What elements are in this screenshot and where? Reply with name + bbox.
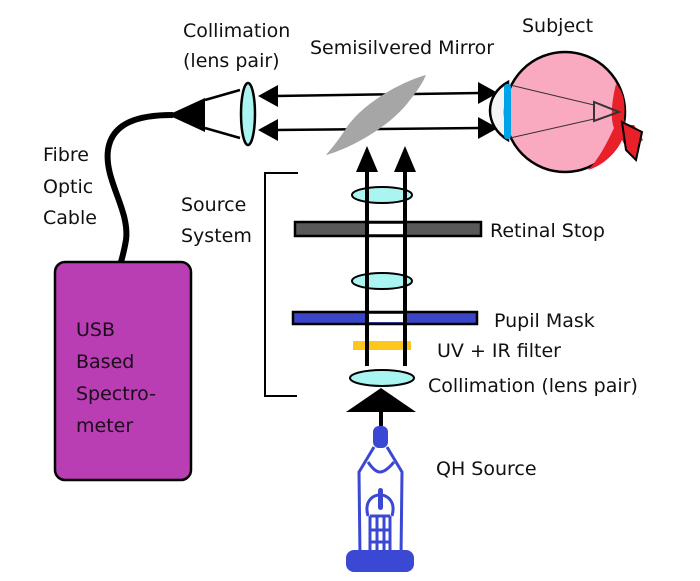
collection-ray-upper <box>204 88 241 102</box>
arrowhead-left-lower <box>258 119 278 141</box>
label-spectro: Spectro- <box>76 383 156 405</box>
semisilvered-mirror <box>326 75 426 155</box>
arrowhead-right-upper <box>478 82 498 104</box>
label-meter: meter <box>76 415 133 437</box>
label-based: Based <box>76 351 134 373</box>
label-retinal-stop: Retinal Stop <box>490 220 605 242</box>
arrowhead-right-lower <box>478 117 498 139</box>
fibre-connector-icon <box>168 98 205 132</box>
label-semisilvered-mirror: Semisilvered Mirror <box>310 37 494 59</box>
top-collimation-lens <box>239 81 257 147</box>
label-source: Source <box>181 194 246 216</box>
label-subject: Subject <box>522 15 593 37</box>
optic-nerve <box>620 120 644 163</box>
arrowhead-up-left <box>356 146 378 172</box>
arrowhead-left-upper <box>258 85 278 107</box>
visual-ray-lower <box>509 118 595 139</box>
label-optic: Optic <box>43 176 93 198</box>
label-cable: Cable <box>43 207 97 229</box>
usb-spectrometer <box>53 260 193 482</box>
qh-lamp-icon <box>346 426 414 572</box>
label-system: System <box>181 225 252 247</box>
label-uv-ir-filter: UV + IR filter <box>437 340 561 362</box>
label-collimation-top-1: Collimation <box>183 20 290 42</box>
label-qh-source: QH Source <box>436 458 537 480</box>
subject-eye <box>488 50 644 174</box>
visual-ray-upper <box>509 84 595 106</box>
label-pupil-mask: Pupil Mask <box>494 310 595 332</box>
retinal-stop-aperture <box>369 224 405 234</box>
uv-ir-filter <box>353 341 411 350</box>
retinal-image-icon <box>593 100 622 123</box>
label-collimation-top-2: (lens pair) <box>183 50 280 72</box>
pupil-mask-aperture <box>369 314 405 322</box>
source-collimation-lens <box>349 369 415 387</box>
fibre-optic-cable <box>104 112 175 265</box>
collection-ray-lower <box>204 126 241 140</box>
return-beam-upper <box>274 91 481 98</box>
source-system-bracket <box>264 172 298 397</box>
eye-lens <box>504 84 511 139</box>
label-fibre: Fibre <box>43 144 89 166</box>
label-collimation-bottom: Collimation (lens pair) <box>428 375 638 397</box>
label-usb: USB <box>76 319 115 341</box>
cornea <box>488 79 510 143</box>
source-emission-icon <box>346 388 416 412</box>
arrowhead-up-right <box>394 146 416 172</box>
